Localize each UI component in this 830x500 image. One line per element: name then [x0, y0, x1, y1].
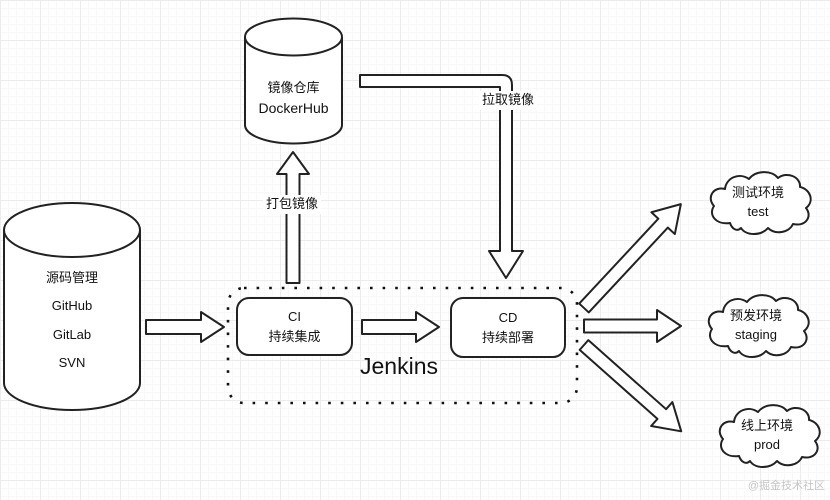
prod-env-text: 线上环境 prod [715, 405, 819, 465]
prod-env-code: prod [753, 437, 781, 452]
cd-title: CD [498, 310, 518, 325]
ci-title: CI [288, 309, 301, 324]
staging-env-text: 预发环境 staging [704, 295, 808, 355]
cd-node-text: CD 持续部署 [451, 298, 565, 357]
docker-registry-cylinder [244, 17, 343, 145]
test-env-name: 测试环境 [731, 184, 784, 200]
test-env-text: 测试环境 test [706, 172, 810, 232]
arrow-deploy-staging [583, 309, 682, 343]
source-repo-title: 源码管理 [45, 270, 98, 285]
pull-image-arrow-label: 拉取镜像 [478, 91, 538, 110]
registry-subtitle: DockerHub [258, 100, 329, 116]
jenkins-caption: Jenkins [360, 353, 438, 379]
arrow-ci-to-cd [361, 311, 440, 343]
source-repo-cylinder [3, 202, 141, 411]
ci-node-text: CI 持续集成 [237, 298, 352, 355]
source-repo-item-gitlab: GitLab [52, 327, 92, 342]
registry-title: 镜像仓库 [267, 80, 320, 95]
arrow-deploy-prod [578, 339, 683, 433]
arrow-package-image [276, 151, 310, 284]
package-image-arrow-label: 打包镜像 [262, 195, 322, 214]
source-repo-item-svn: SVN [58, 355, 86, 370]
ci-box [236, 297, 353, 356]
prod-env-name: 线上环境 [740, 417, 793, 433]
cd-subtitle: 持续部署 [481, 329, 534, 345]
jenkins-dotted-boundary [226, 286, 579, 405]
watermark-text: @掘金技术社区 [747, 480, 825, 492]
ci-subtitle: 持续集成 [268, 328, 321, 344]
arrow-source-to-ci [145, 311, 225, 343]
source-repo-item-github: GitHub [51, 298, 93, 313]
cd-box [450, 297, 566, 358]
staging-env-code: staging [735, 327, 777, 342]
test-env-code: test [747, 204, 769, 219]
arrow-deploy-test [578, 203, 682, 314]
staging-env-name: 预发环境 [729, 307, 782, 323]
